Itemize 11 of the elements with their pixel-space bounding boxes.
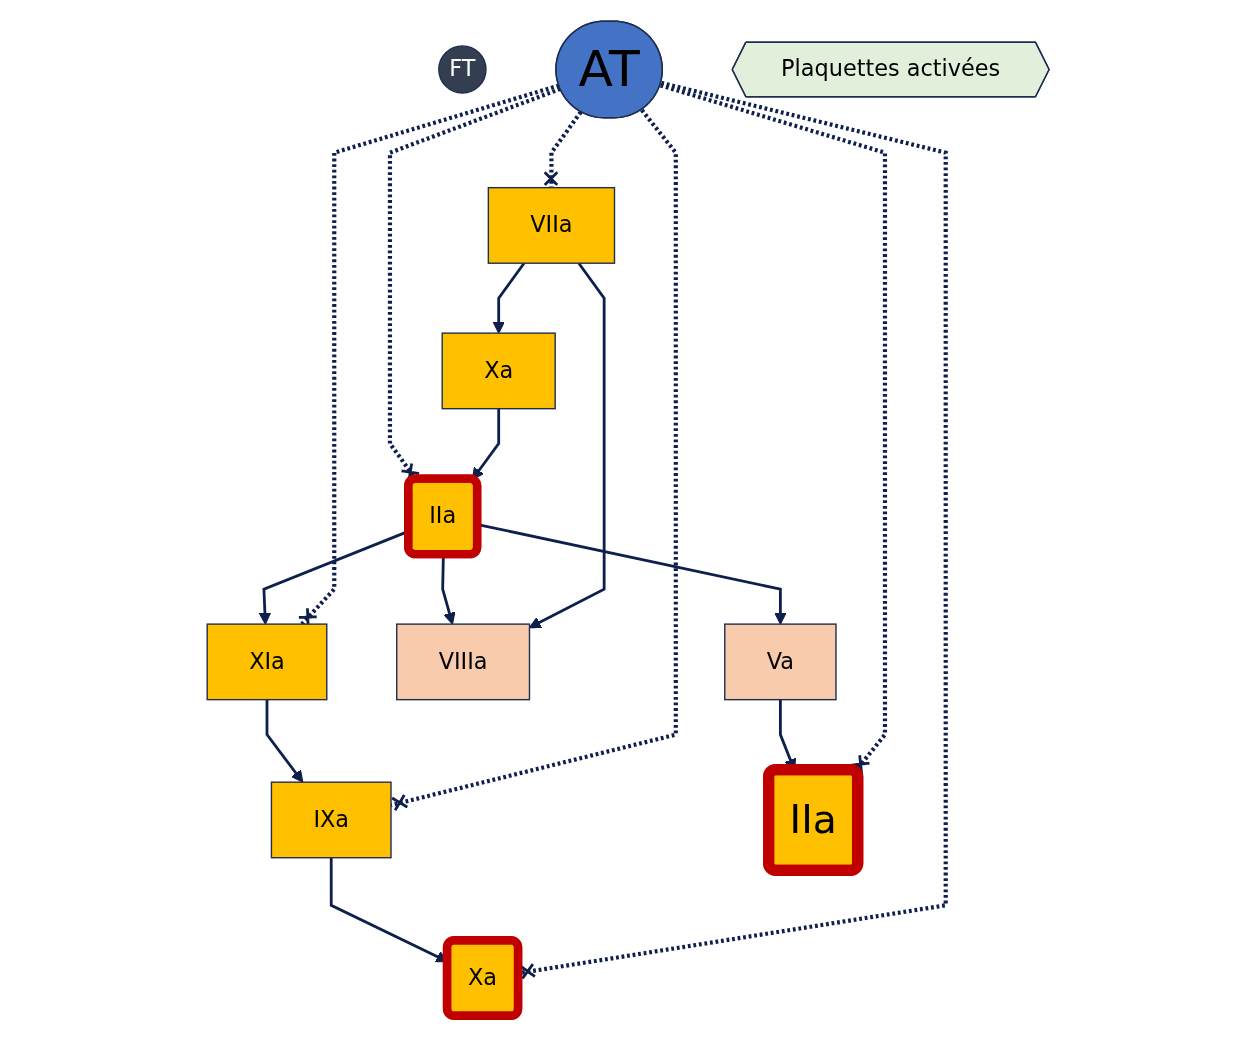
node-box: IXa: [271, 781, 393, 859]
connector: [543, 110, 583, 188]
arrow: [529, 262, 606, 629]
arrow: [492, 262, 526, 334]
node-box: VIIa: [488, 186, 616, 264]
node-box: XIa: [206, 623, 328, 701]
node-box: VIIIa: [396, 623, 531, 701]
node-box: Xa: [441, 332, 557, 410]
node-circle: FT: [438, 45, 487, 94]
node-box: Va: [724, 623, 838, 701]
arrow: [265, 699, 304, 783]
